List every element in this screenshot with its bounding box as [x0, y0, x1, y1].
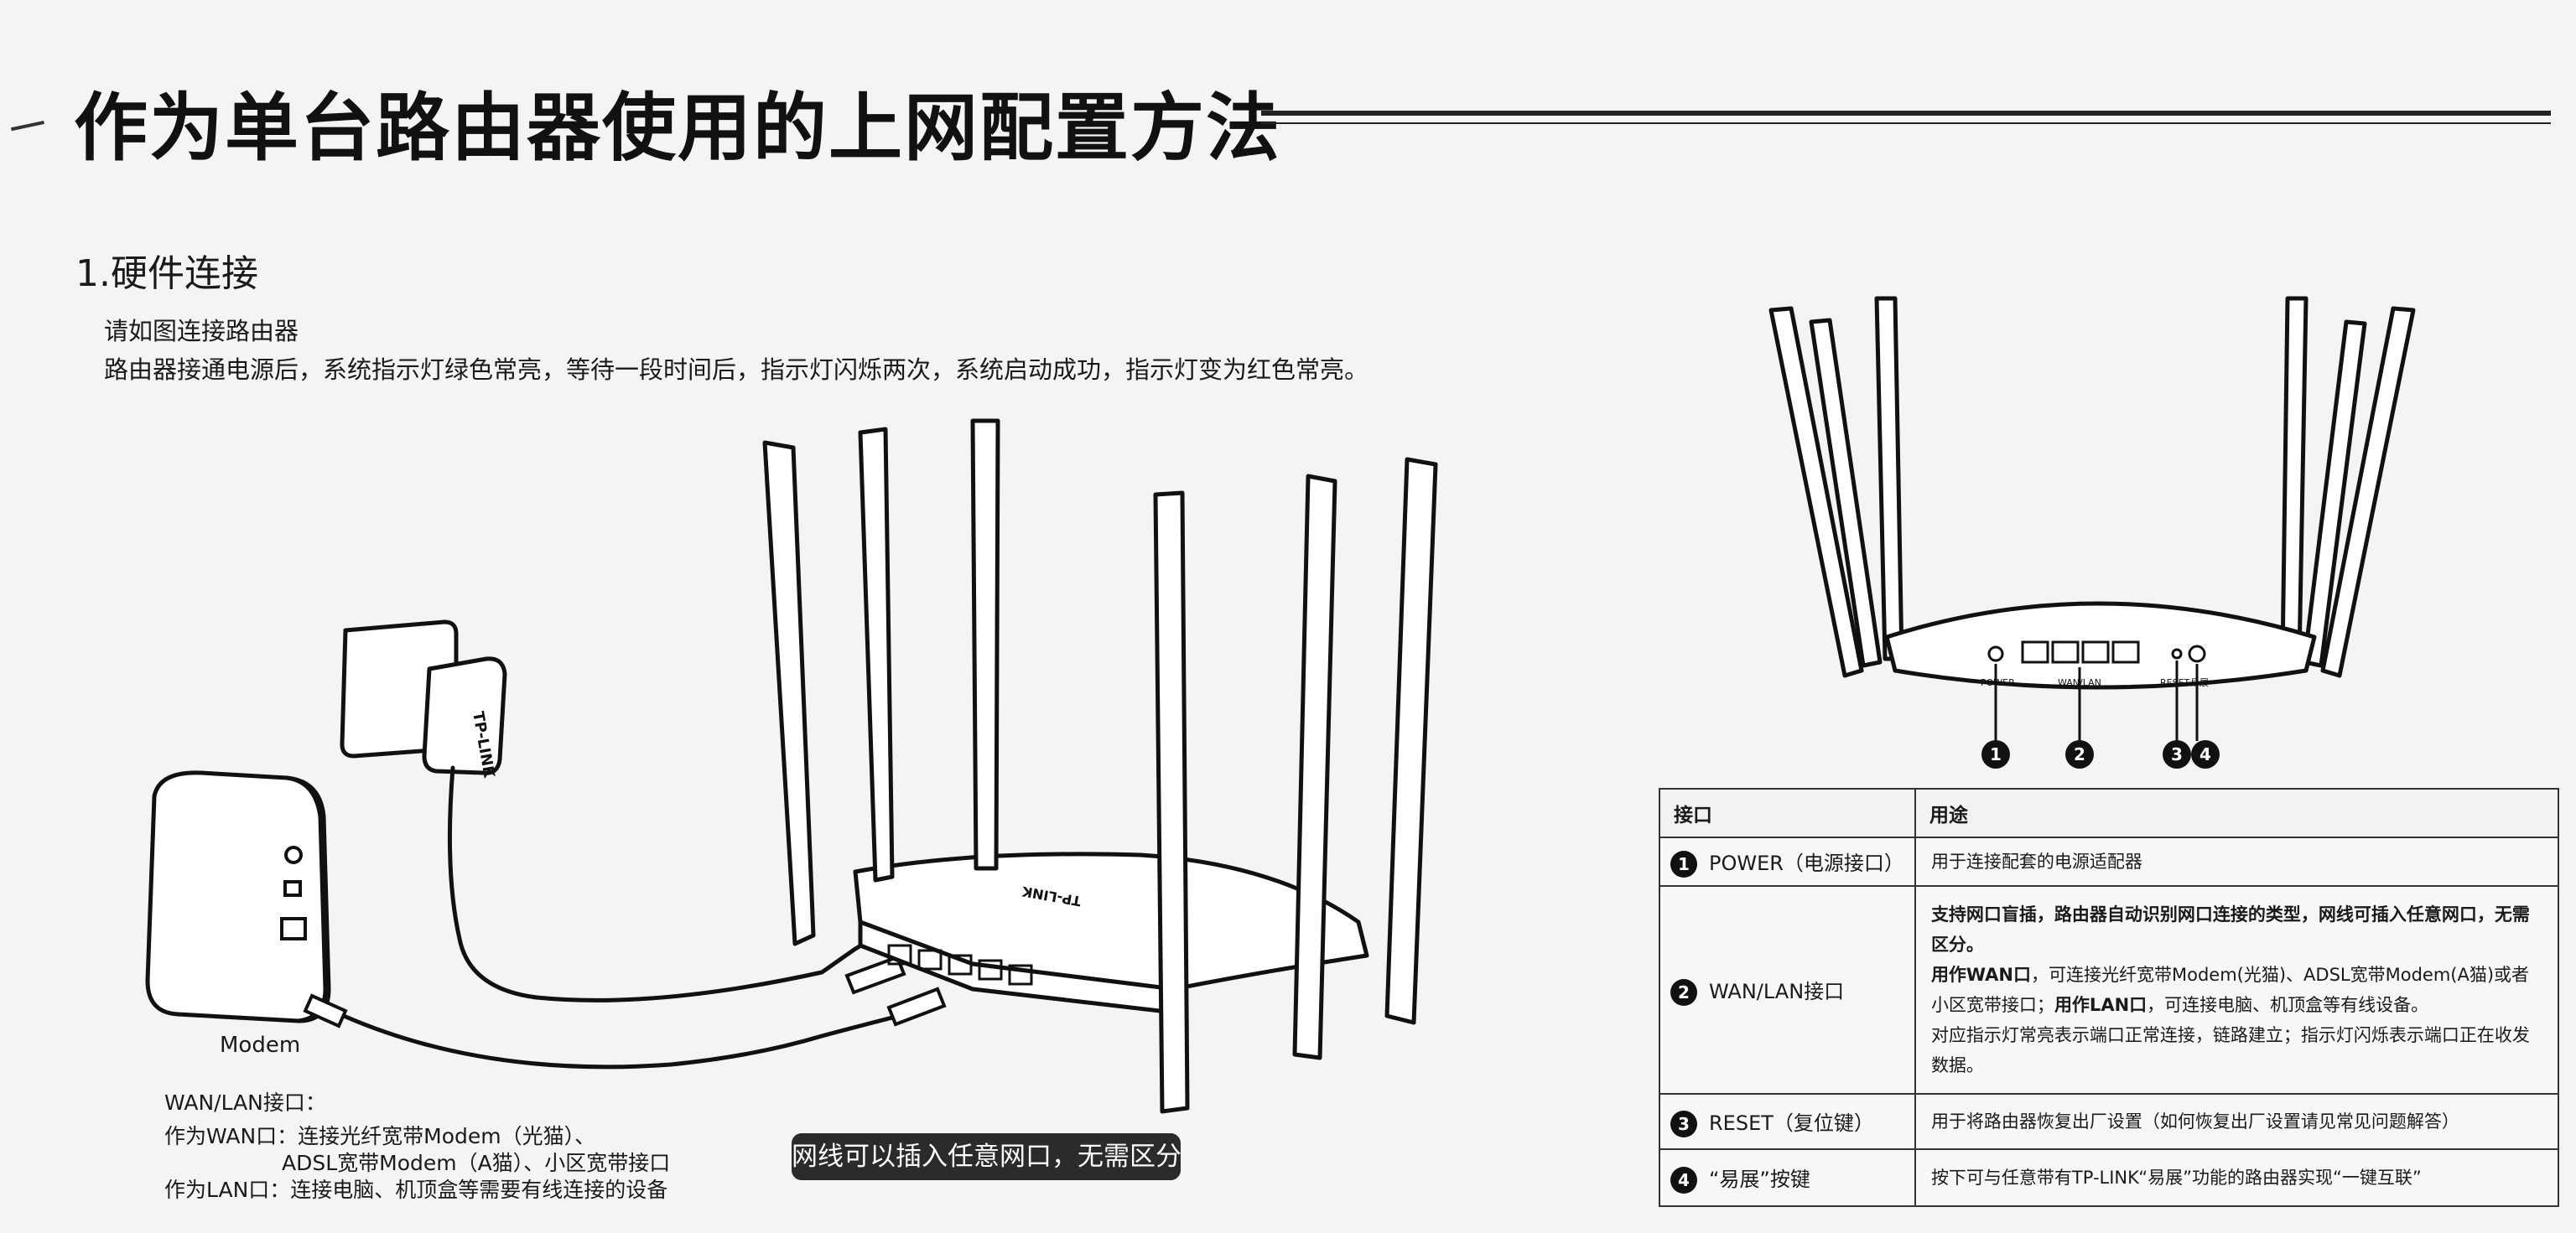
header-port: 接口 [1659, 788, 1916, 838]
section-heading: 1.硬件连接 [75, 252, 258, 295]
port-spec-table: 接口 用途 1 POWER（电源接口） 用于连接配套的电源适配器 2 WAN/LAN… [1659, 788, 2560, 1207]
antenna-1 [762, 440, 816, 946]
row-number-badge: 3 [1670, 1110, 1697, 1137]
back-label-power: POWER [1981, 677, 2015, 688]
use-cell: 支持网口盲插，路由器自动识别网口连接的类型，网线可插入任意网口，无需区分。 用作… [1914, 885, 2560, 1095]
back-antenna-3 [1874, 296, 1904, 661]
port-name: RESET（复位键） [1709, 1111, 1874, 1135]
back-antenna-2 [1809, 318, 1883, 668]
modem-cable [341, 1012, 908, 1070]
table-header-row: 接口 用途 [1659, 788, 2560, 838]
back-label-reset: RESET [2160, 677, 2190, 688]
page-title: 作为单台路由器使用的上网配置方法 [74, 85, 1282, 171]
callout-3-num: 3 [2171, 744, 2183, 764]
back-antenna-5 [2302, 319, 2367, 668]
wan-lan-heading: WAN/LAN接口： [164, 1091, 326, 1115]
router-back-view: POWER WAN/LAN RESET 易展 1 2 3 4 [1768, 296, 2416, 769]
intro-line-2: 路由器接通电源后，系统指示灯绿色常亮，等待一段时间后，指示灯闪烁两次，系统启动成… [104, 355, 1369, 384]
callout-2 [2065, 740, 2094, 769]
port-name: “易展”按键 [1709, 1167, 1810, 1191]
port-cell: 4 “易展”按键 [1659, 1148, 1916, 1207]
callout-2-num: 2 [2074, 744, 2085, 764]
wan-usage-line-2: ADSL宽带Modem（A猫）、小区宽带接口 [282, 1151, 671, 1175]
back-antenna-6 [2320, 306, 2416, 678]
antenna-3 [970, 418, 1000, 871]
antenna-2 [858, 427, 895, 883]
antenna-5 [1292, 474, 1337, 1060]
callout-4-num: 4 [2199, 744, 2211, 764]
port-cell: 2 WAN/LAN接口 [1659, 885, 1916, 1095]
modem-label: Modem [220, 1033, 301, 1058]
table-row: 3 RESET（复位键） 用于将路由器恢复出厂设置（如何恢复出厂设置请见常见问题解… [1659, 1093, 2560, 1150]
callout-4 [2191, 740, 2220, 769]
callout-1-num: 1 [1990, 744, 2002, 764]
connection-diagram: TP-LINK TP-LINK [145, 418, 1438, 1114]
back-label-wanlan: WAN/LAN [2058, 677, 2101, 688]
router-plug-2 [886, 987, 947, 1027]
callout-3 [2163, 740, 2191, 769]
use-led-line: 对应指示灯常亮表示端口正常连接，链路建立；指示灯闪烁表示端口正在收发数据。 [1930, 1025, 2530, 1075]
port-note-badge: 网线可以插入任意网口，无需区分 [792, 1133, 1182, 1180]
title-rule [1261, 111, 2551, 124]
use-cell: 用于连接配套的电源适配器 [1914, 837, 2560, 887]
port-name: POWER（电源接口） [1709, 851, 1904, 875]
use-cell: 用于将路由器恢复出厂设置（如何恢复出厂设置请见常见问题解答） [1914, 1093, 2560, 1150]
wan-usage-line-1: 作为WAN口：连接光纤宽带Modem（光猫）、 [164, 1124, 596, 1148]
use-cell: 按下可与任意带有TP-LINK“易展”功能的路由器实现“一键互联” [1914, 1148, 2560, 1207]
modem-body [145, 770, 331, 1023]
port-cell: 3 RESET（复位键） [1659, 1093, 1916, 1150]
power-adapter [422, 656, 507, 775]
modem-plug [303, 993, 348, 1028]
table-row: 1 POWER（电源接口） 用于连接配套的电源适配器 [1659, 837, 2560, 887]
port-cell: 1 POWER（电源接口） [1659, 837, 1916, 887]
table-row: 4 “易展”按键 按下可与任意带有TP-LINK“易展”功能的路由器实现“一键互联… [1659, 1148, 2560, 1207]
intro-line-1: 请如图连接路由器 [104, 317, 299, 345]
callout-1 [1981, 740, 2010, 769]
router-plug-1 [844, 955, 906, 995]
power-cable [447, 765, 891, 1002]
row-number-badge: 2 [1670, 978, 1697, 1006]
back-antenna-1 [1768, 306, 1864, 678]
port-name: WAN/LAN接口 [1709, 979, 1845, 1003]
header-use: 用途 [1914, 788, 2560, 838]
back-router-body [1884, 601, 2317, 690]
use-wan-line: 用作WAN口，可连接光纤宽带Modem(光猫)、ADSL宽带Modem(A猫)或… [1930, 965, 2530, 1015]
row-number-badge: 4 [1670, 1166, 1697, 1194]
lan-usage-line: 作为LAN口：连接电脑、机顶盒等需要有线连接的设备 [164, 1178, 668, 1202]
back-label-easy-expand: 易展 [2190, 677, 2209, 688]
back-antenna-4 [2280, 296, 2309, 661]
antenna-6 [1384, 457, 1438, 1025]
corner-mark [10, 120, 47, 140]
table-row: 2 WAN/LAN接口 支持网口盲插，路由器自动识别网口连接的类型，网线可插入任意… [1659, 885, 2560, 1095]
antenna-4 [1153, 490, 1190, 1114]
use-bold-line: 支持网口盲插，路由器自动识别网口连接的类型，网线可插入任意网口，无需区分。 [1930, 904, 2530, 955]
row-number-badge: 1 [1670, 850, 1697, 878]
